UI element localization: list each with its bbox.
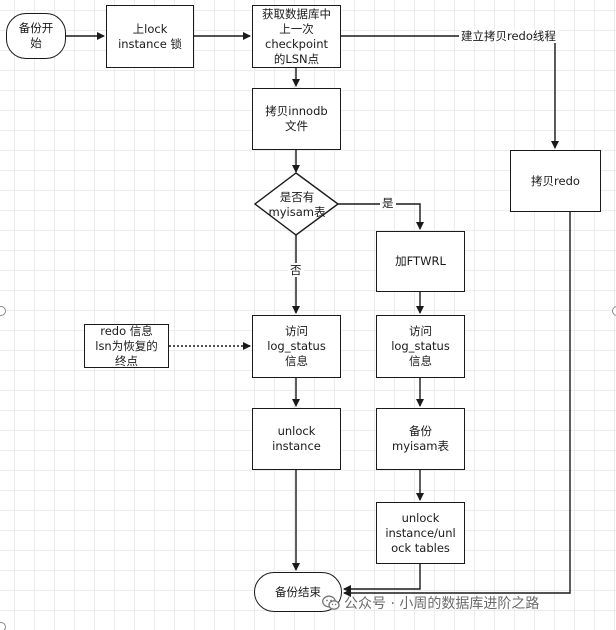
log-status-right-node: 访问 log_status 信息: [376, 315, 465, 378]
left-edge-handle: [0, 306, 6, 316]
edge-decision-yes-to-ftwrl: [338, 203, 424, 230]
redo-info-node: redo 信息 lsn为恢复的 终点: [84, 324, 169, 368]
end-node-label: 备份结束: [275, 584, 321, 599]
edge-getlsn-to-copyredo: [341, 35, 559, 149]
start-node: 备份开 始: [6, 13, 66, 59]
unlock-right-label: unlock instance/unl ock tables: [385, 510, 456, 555]
lock-instance-label: 上lock instance 锁: [118, 21, 182, 51]
unlock-right-node: unlock instance/unl ock tables: [376, 502, 465, 564]
end-node: 备份结束: [254, 572, 342, 612]
log-status-left-node: 访问 log_status 信息: [252, 315, 341, 378]
edge-unlockright-to-end: [343, 564, 421, 593]
right-edge-handle: [612, 306, 616, 316]
backup-myisam-node: 备份 myisam表: [376, 408, 465, 470]
wechat-icon: [322, 595, 340, 611]
log-status-right-label: 访问 log_status 信息: [391, 324, 450, 368]
decision-label: 是否有 myisam表: [268, 190, 326, 219]
unlock-left-label: unlock instance: [272, 424, 321, 453]
copy-redo-label: 拷贝redo: [531, 173, 580, 188]
watermark: 公众号 · 小周的数据库进阶之路: [322, 593, 539, 613]
copy-innodb-node: 拷贝innodb 文件: [252, 88, 341, 150]
start-node-label: 备份开 始: [18, 21, 54, 50]
unlock-left-node: unlock instance: [252, 408, 341, 470]
ftwrl-node: 加FTWRL: [376, 231, 465, 292]
bottom-edge-handle: [0, 622, 6, 630]
copy-innodb-label: 拷贝innodb 文件: [265, 104, 328, 133]
edge-label-no: 否: [288, 263, 304, 277]
edge-copyredo-to-end: [343, 212, 571, 597]
get-lsn-node: 获取数据库中 上一次 checkpoint 的LSN点: [252, 5, 341, 68]
ftwrl-label: 加FTWRL: [395, 254, 446, 268]
copy-redo-node: 拷贝redo: [510, 150, 601, 212]
watermark-text: 公众号 · 小周的数据库进阶之路: [344, 596, 540, 612]
lock-instance-node: 上lock instance 锁: [106, 5, 194, 68]
edge-label-redo-thread: 建立拷贝redo线程: [459, 29, 558, 43]
edge-label-yes: 是: [380, 196, 396, 210]
get-lsn-label: 获取数据库中 上一次 checkpoint 的LSN点: [262, 6, 331, 66]
redo-info-label: redo 信息 lsn为恢复的 终点: [95, 323, 158, 368]
backup-myisam-label: 备份 myisam表: [392, 424, 449, 453]
log-status-left-label: 访问 log_status 信息: [267, 324, 326, 368]
